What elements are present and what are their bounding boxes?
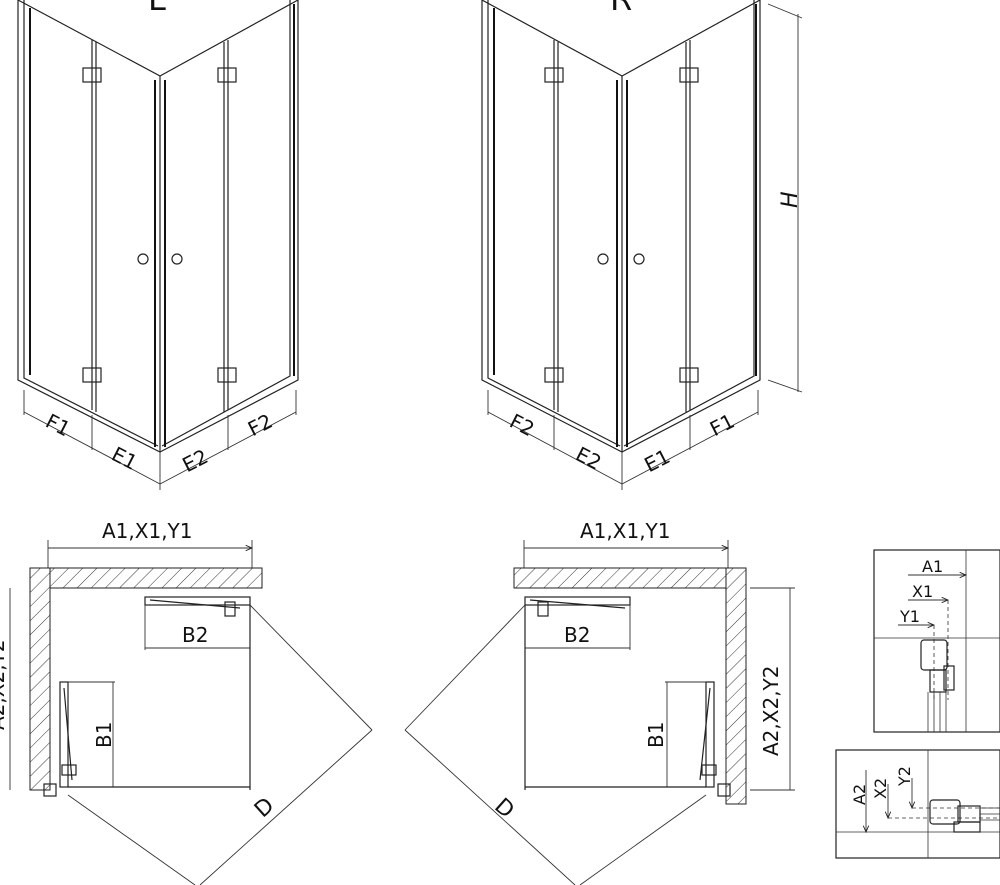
detail-x2: X2 xyxy=(871,778,890,799)
right-plan-b2: B2 xyxy=(564,623,590,647)
elevation-left: L F1 E1 E2 F2 xyxy=(17,0,299,490)
left-plan-b1: B1 xyxy=(92,722,116,748)
detail-a2: A2 xyxy=(850,784,869,805)
right-plan-side-dim: A2,X2,Y2 xyxy=(759,666,783,757)
label-left-1: E1 xyxy=(108,442,142,475)
detail-a1: A1 xyxy=(922,557,943,576)
right-plan-b1: B1 xyxy=(644,722,668,748)
left-plan-top-dim: A1,X1,Y1 xyxy=(102,519,193,543)
right-plan-top-dim: A1,X1,Y1 xyxy=(580,519,671,543)
view-letter-left: L xyxy=(148,0,166,18)
plan-left: A1,X1,Y1 A2,X2,Y2 B2 B1 D xyxy=(0,519,373,885)
label-height: H xyxy=(778,191,803,208)
detail-y2: Y2 xyxy=(895,766,914,787)
right-plan-diag: D xyxy=(489,794,518,824)
label-right-1: E2 xyxy=(572,442,606,475)
detail-top: A1 X1 Y1 xyxy=(873,549,1000,733)
left-plan-diag: D xyxy=(250,793,279,823)
plan-right: A1,X1,Y1 A2,X2,Y2 B2 B1 D xyxy=(404,519,795,885)
detail-bottom: A2 X2 Y2 xyxy=(835,749,1000,859)
left-plan-side-dim-partial: A2,X2,Y2 xyxy=(0,640,9,731)
left-plan-b2: B2 xyxy=(182,623,208,647)
detail-y1: Y1 xyxy=(899,607,920,626)
view-letter-right: R xyxy=(610,0,632,18)
label-right-3: F1 xyxy=(706,409,738,441)
label-left-3: F2 xyxy=(244,409,276,441)
detail-x1: X1 xyxy=(912,582,933,601)
elevation-right: R H F2 E2 E1 F1 xyxy=(481,0,803,490)
